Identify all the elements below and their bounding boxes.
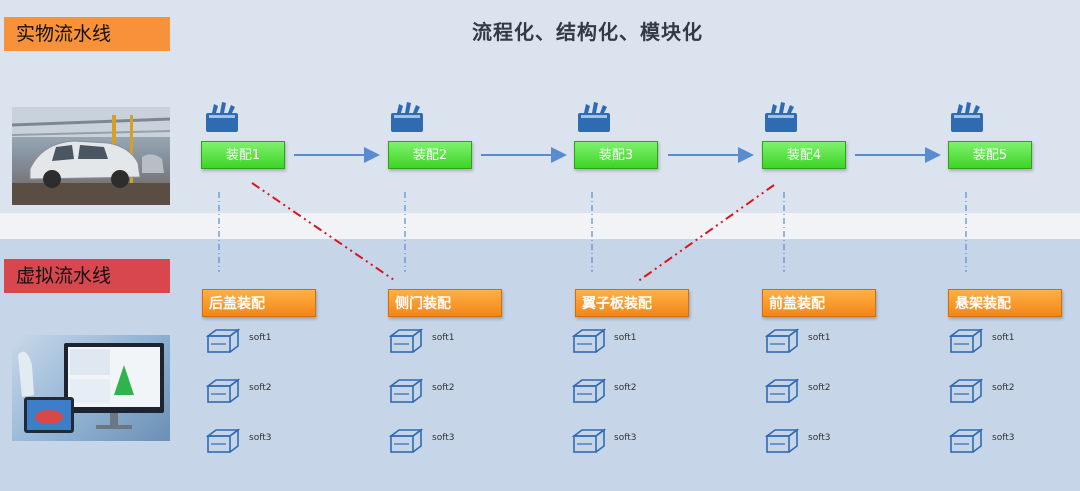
page-title: 流程化、结构化、模块化	[472, 20, 703, 44]
soft-label: soft2	[249, 383, 272, 393]
box-icon	[205, 326, 241, 356]
module-box-1: 后盖装配	[202, 289, 316, 317]
soft-label: soft3	[992, 433, 1015, 443]
module-box-5: 悬架装配	[948, 289, 1062, 317]
box-icon	[205, 426, 241, 456]
soft-label: soft1	[992, 333, 1015, 343]
box-icon	[571, 326, 607, 356]
box-icon	[388, 326, 424, 356]
cross-link-1-2	[251, 182, 395, 281]
toolbox-icon	[389, 101, 425, 133]
soft-label: soft2	[992, 383, 1015, 393]
box-icon	[388, 426, 424, 456]
soft-label: soft3	[249, 433, 272, 443]
band-divider	[0, 213, 1080, 239]
soft-label: soft1	[614, 333, 637, 343]
physical-line-label: 实物流水线	[4, 17, 170, 51]
box-icon	[388, 376, 424, 406]
soft-label: soft2	[432, 383, 455, 393]
toolbox-icon	[949, 101, 985, 133]
toolbox-icon	[204, 101, 240, 133]
soft-label: soft3	[432, 433, 455, 443]
virtual-line-photo	[12, 335, 170, 441]
box-icon	[571, 376, 607, 406]
toolbox-icon	[763, 101, 799, 133]
assembly-box-4: 装配4	[762, 141, 846, 169]
soft-label: soft1	[432, 333, 455, 343]
module-box-3: 翼子板装配	[575, 289, 689, 317]
soft-label: soft1	[249, 333, 272, 343]
toolbox-icon	[576, 101, 612, 133]
assembly-box-3: 装配3	[574, 141, 658, 169]
box-icon	[764, 376, 800, 406]
box-icon	[948, 426, 984, 456]
assembly-box-1: 装配1	[201, 141, 285, 169]
assembly-box-2: 装配2	[388, 141, 472, 169]
box-icon	[948, 326, 984, 356]
virtual-line-label: 虚拟流水线	[4, 259, 170, 293]
module-box-2: 侧门装配	[388, 289, 502, 317]
module-box-4: 前盖装配	[762, 289, 876, 317]
soft-label: soft3	[808, 433, 831, 443]
box-icon	[764, 326, 800, 356]
physical-line-band	[0, 0, 1080, 213]
box-icon	[571, 426, 607, 456]
soft-label: soft2	[614, 383, 637, 393]
assembly-box-5: 装配5	[948, 141, 1032, 169]
soft-label: soft2	[808, 383, 831, 393]
virtual-line-band	[0, 239, 1080, 491]
box-icon	[205, 376, 241, 406]
assembly-line-photo	[12, 107, 170, 205]
cross-link-4-3	[636, 184, 775, 283]
soft-label: soft3	[614, 433, 637, 443]
box-icon	[948, 376, 984, 406]
soft-label: soft1	[808, 333, 831, 343]
box-icon	[764, 426, 800, 456]
